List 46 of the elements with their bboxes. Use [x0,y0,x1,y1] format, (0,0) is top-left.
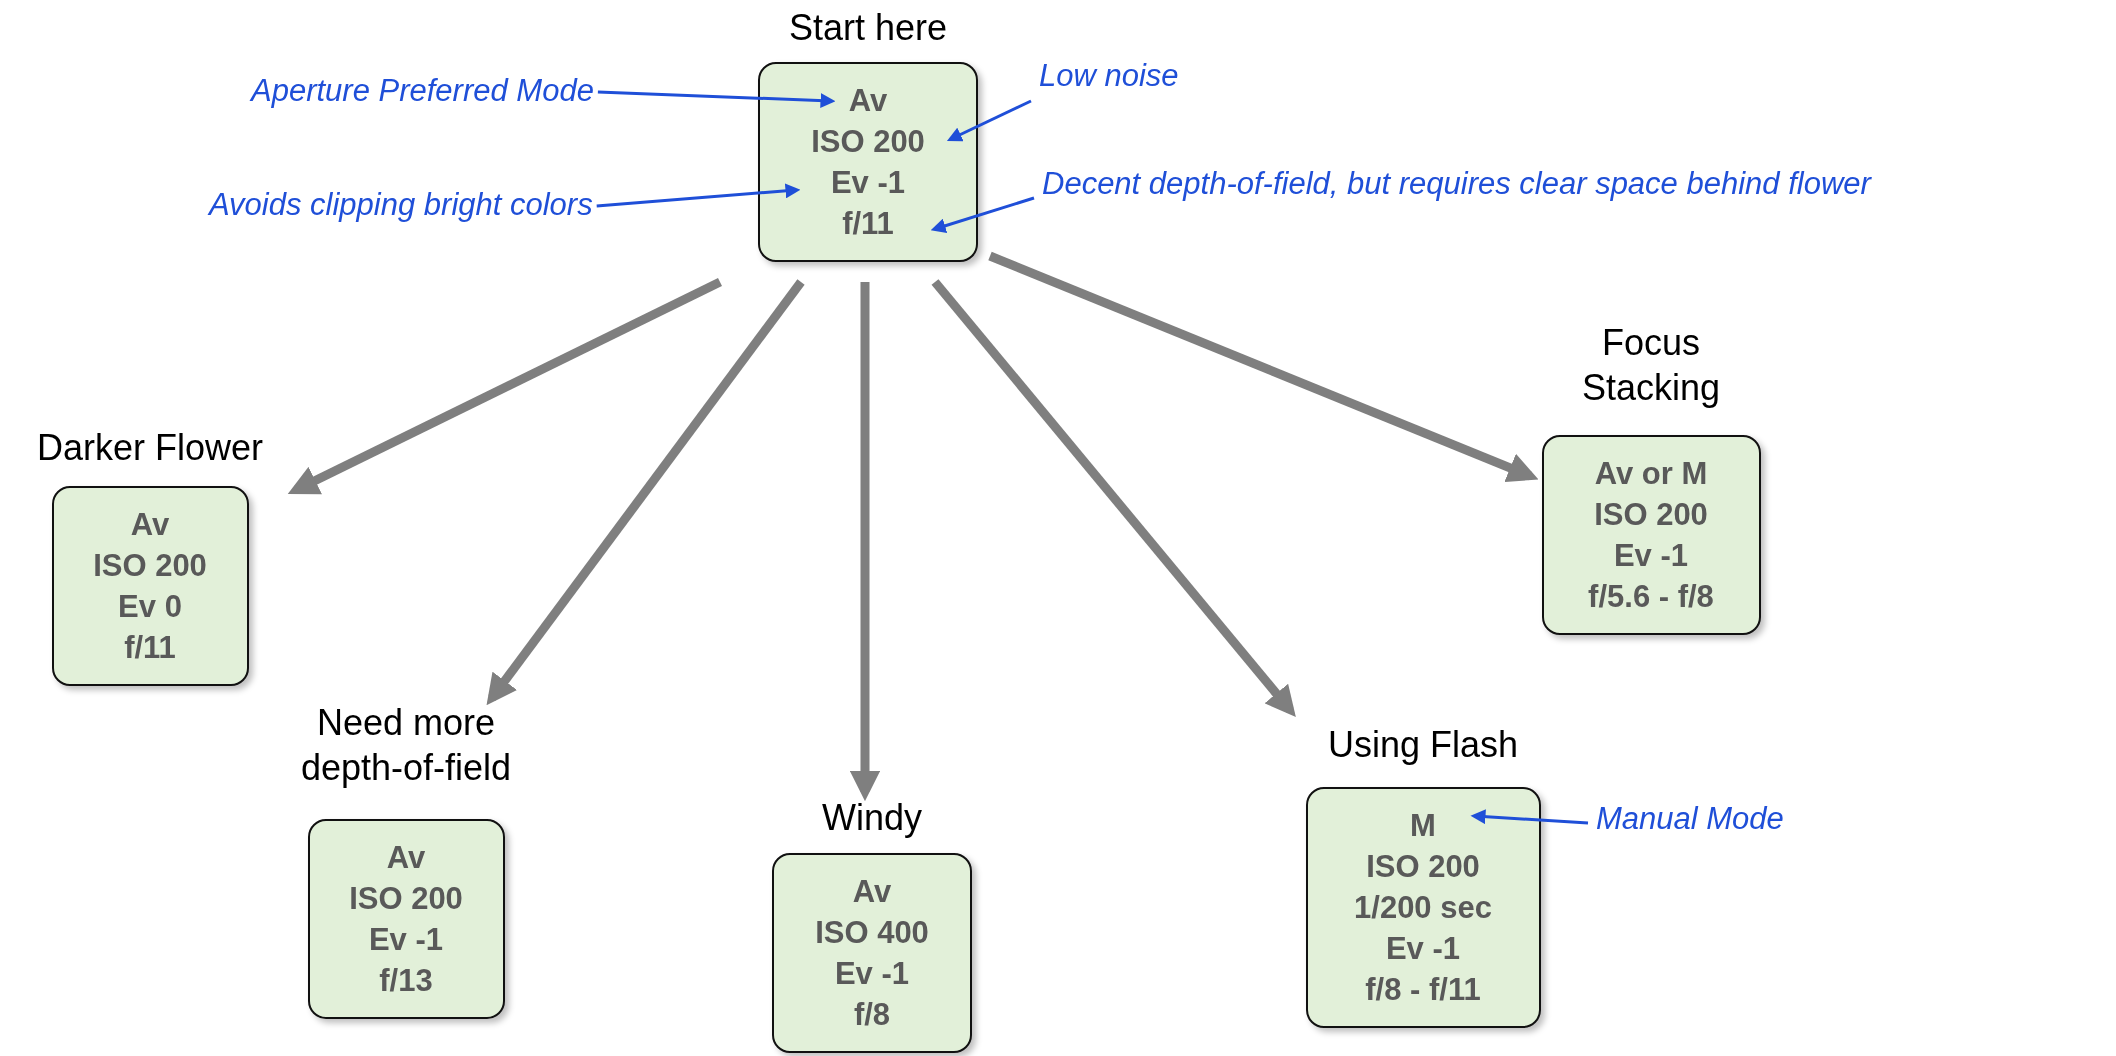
setting-text: Ev -1 [830,164,906,202]
setting-text: Ev -1 [834,955,910,993]
setting-text: Ev -1 [1613,537,1689,575]
arrow [486,279,805,706]
node-heading: Using Flash [1327,723,1519,767]
arrow [849,282,881,802]
setting-text: Ev -1 [1385,930,1461,968]
setting-text: ISO 200 [93,547,207,585]
arrow [1470,809,1589,825]
arrow [930,196,1035,233]
setting-text: f/11 [842,205,894,243]
node-heading: Focus Stacking [1580,321,1722,410]
annotation-text: Avoids clipping bright colors [209,186,593,224]
annotation-text: Decent depth-of-field, but requires clear space behind flower [1042,165,1871,203]
node-heading: Need more depth-of-field [299,701,513,790]
setting-text: M [1410,807,1436,845]
arrow [596,183,801,208]
setting-text: ISO 200 [1366,848,1480,886]
arrow [946,99,1032,142]
arrow [597,90,836,109]
node-heading: Darker Flower [36,426,263,470]
setting-text: Ev -1 [368,921,444,959]
node-heading: Start here [788,6,948,50]
setting-text: f/13 [379,962,433,1000]
setting-text: f/11 [124,629,176,667]
arrow [988,251,1539,483]
annotation-text: Manual Mode [1596,800,1784,838]
setting-text: Av [130,506,170,544]
setting-text: Ev 0 [118,588,182,626]
setting-text: ISO 200 [349,880,463,918]
setting-text: Av [386,839,426,877]
setting-text: Av or M [1594,455,1708,493]
setting-text: f/8 [853,996,891,1034]
annotation-text: Low noise [1039,57,1179,95]
node-heading: Windy [822,796,922,840]
setting-text: Av [848,82,888,120]
annotation-text: Aperture Preferred Mode [251,72,594,110]
arrow [287,277,722,495]
setting-text: f/5.6 - f/8 [1588,578,1714,616]
setting-text: 1/200 sec [1354,889,1492,927]
setting-text: ISO 200 [1594,496,1708,534]
setting-text: ISO 400 [815,914,929,952]
setting-text: ISO 200 [811,123,925,161]
setting-text: Av [852,873,892,911]
setting-text: f/8 - f/11 [1365,971,1481,1009]
arrow [931,279,1296,718]
